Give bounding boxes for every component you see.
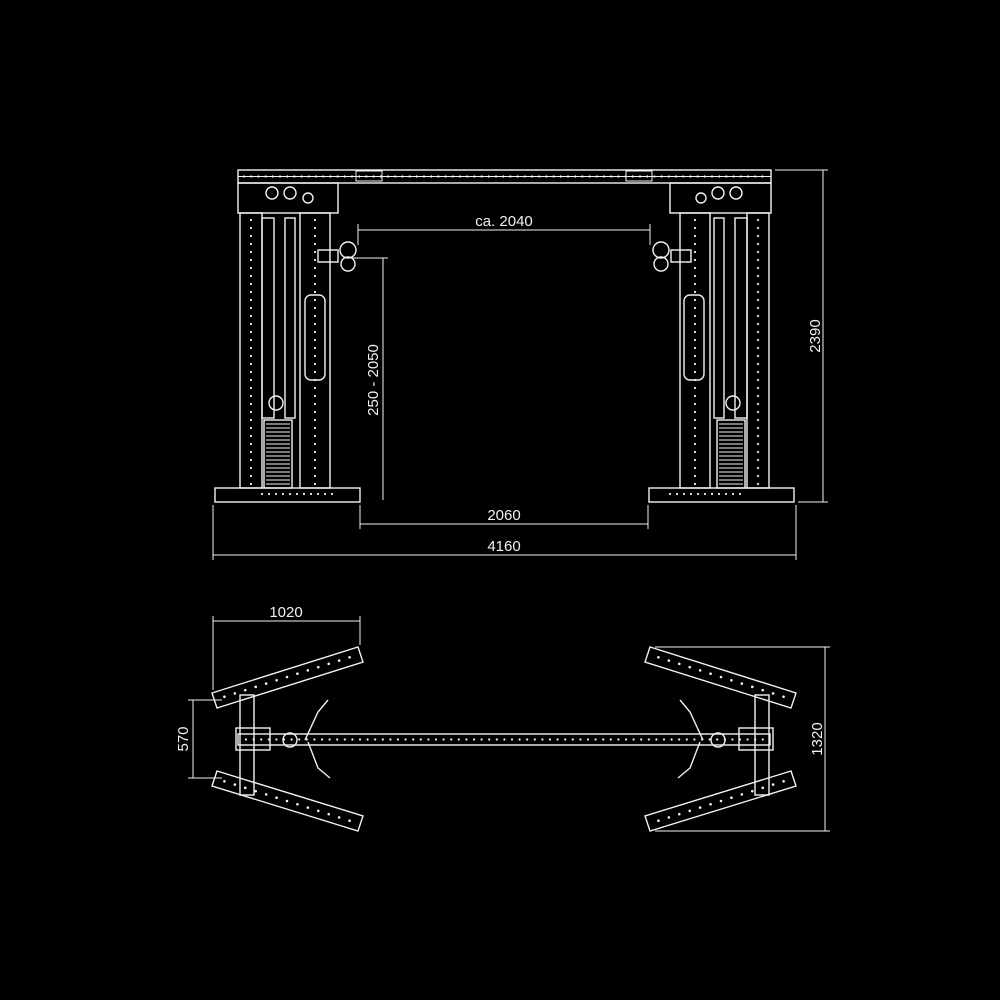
- dim-label-top-span: ca. 2040: [475, 213, 533, 230]
- right-guide-rod: [734, 217, 748, 419]
- top-view-left-frame: [239, 694, 255, 796]
- top-view-left-front-arm: [211, 646, 364, 709]
- top-view-left-rear-arm: [211, 770, 364, 832]
- right-base-plate: [648, 487, 795, 503]
- dim-handle-height: 250 - 2050: [350, 257, 388, 500]
- top-view-right-frame: [754, 694, 770, 796]
- top-view-crossbeam: [237, 733, 771, 746]
- top-view: 1020 570 1320: [175, 604, 830, 832]
- left-handle-rotated: [304, 699, 329, 741]
- brand-plate-left: [355, 170, 383, 182]
- dim-label-total-width: 4160: [487, 538, 520, 555]
- dim-label-inner-depth: 570: [175, 726, 192, 751]
- brand-plate-right: [625, 170, 653, 182]
- dim-total-height: 2390: [775, 169, 828, 503]
- left-pulley: [339, 241, 357, 259]
- left-rear-upright: [239, 212, 263, 489]
- right-weight-pulley: [725, 395, 741, 411]
- dim-label-inner-base: 2060: [487, 507, 520, 524]
- dim-total-width: 4160: [212, 505, 797, 560]
- front-view: ca. 2040 250 - 2050 2390 2060 4160: [212, 169, 828, 560]
- dim-label-total-height: 2390: [807, 319, 824, 352]
- left-tower: [214, 182, 361, 503]
- dim-label-total-depth: 1320: [809, 722, 826, 755]
- dim-top-span: ca. 2040: [357, 213, 651, 245]
- dim-label-handle-height: 250 - 2050: [365, 344, 382, 416]
- right-pulley: [652, 241, 670, 259]
- dim-arm-length: 1020: [212, 604, 361, 690]
- dim-label-arm-length: 1020: [269, 604, 302, 621]
- top-view-right-rear-arm: [644, 770, 797, 832]
- dim-inner-base: 2060: [359, 505, 649, 529]
- arm-holes: [223, 655, 785, 823]
- dim-inner-depth: 570: [175, 699, 222, 779]
- dim-total-depth: 1320: [655, 646, 830, 832]
- right-rear-upright: [746, 212, 770, 489]
- crossbeam-holes: [242, 175, 764, 178]
- right-weight-stack: [716, 419, 746, 489]
- upright-holes: [249, 218, 760, 496]
- left-guide-rod: [261, 217, 275, 419]
- top-view-crossbeam-holes: [244, 738, 764, 741]
- right-handle-rotated: [679, 699, 704, 741]
- left-weight-pulley: [268, 395, 284, 411]
- left-weight-stack: [263, 419, 293, 489]
- top-view-right-front-arm: [644, 646, 797, 709]
- right-tower: [648, 182, 795, 503]
- left-base-plate: [214, 487, 361, 503]
